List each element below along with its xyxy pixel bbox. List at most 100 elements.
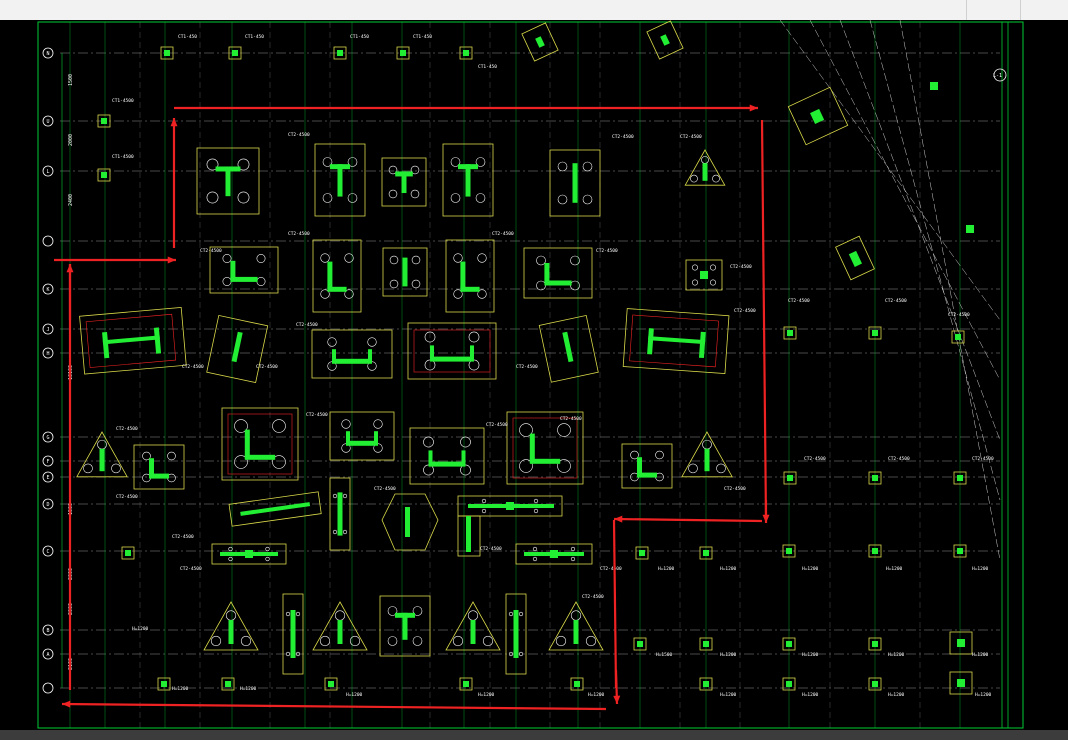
single-pile-cap [782, 544, 796, 558]
foundation-plan-drawing[interactable]: NULKJHGFEDCBA150020002400131001500200020… [0, 19, 1068, 730]
pile-cap-outline [396, 46, 410, 60]
pile-circle [585, 635, 597, 647]
single-pile-cap [570, 677, 584, 691]
column-web [102, 331, 110, 359]
pile-cap [329, 477, 351, 551]
pile-cap-outline [635, 546, 649, 560]
column-square [872, 475, 878, 481]
pile-cap-outline [699, 546, 713, 560]
column-square [957, 548, 963, 554]
single-pile-cap [953, 544, 967, 558]
pile-circle [256, 277, 266, 286]
pile-circle [518, 611, 524, 617]
pile-circle [240, 635, 252, 647]
pile-circle [332, 493, 338, 499]
pile-tag: CT2-4500 [948, 312, 970, 318]
single-pile-cap [868, 326, 882, 340]
column-flange [524, 552, 584, 556]
section-label: L-1 [993, 73, 1002, 79]
pile-tag: CT1-450 [245, 34, 264, 40]
single-pile-cap [160, 46, 174, 60]
pile-tag: H=1200 [888, 692, 905, 698]
single-pile-cap [868, 471, 882, 485]
axis-bubble [42, 283, 54, 295]
pile-tag: H=1200 [172, 686, 189, 692]
rotated-pile-cap [646, 20, 684, 60]
rotated-pile-cap [835, 235, 875, 281]
pile-circle [285, 651, 291, 657]
pile-tag: H=1200 [975, 692, 992, 698]
red-annotation-arrow [170, 118, 178, 248]
pile-cap-outline [157, 677, 171, 691]
pile-tag: CT2-4500 [200, 248, 222, 254]
pile-cap-outline [951, 330, 965, 344]
column-web [637, 457, 642, 475]
column-web [572, 163, 578, 203]
pile-tag: CT2-4500 [296, 322, 318, 328]
pile-tag: H=1200 [972, 566, 989, 572]
pile-circle [388, 165, 398, 175]
pile-cap-outline [782, 637, 796, 651]
pile-tag: CT1-4500 [112, 154, 134, 160]
column-square [786, 681, 792, 687]
pile-circle [295, 651, 301, 657]
pile-circle [322, 193, 333, 203]
pile-cap-outline [684, 149, 726, 186]
pile-cap [523, 247, 593, 299]
pile-cap [506, 411, 584, 485]
column-flange [468, 504, 554, 508]
axis-label: J [46, 327, 49, 333]
single-pile-cap [782, 637, 796, 651]
pile-cap-outline [160, 46, 174, 60]
column-web [529, 433, 535, 463]
red-annotation-arrow [66, 264, 74, 320]
pile-cap-outline [699, 677, 713, 691]
pile-circle [210, 635, 222, 647]
pile-circle [536, 280, 546, 291]
pile-cap [209, 246, 279, 294]
pile-cap [442, 143, 494, 217]
column-square [660, 34, 670, 46]
section-bubble [993, 68, 1007, 82]
pile-cap-outline [459, 677, 473, 691]
axis-bubble [42, 471, 54, 483]
pile-cap-outline [783, 326, 797, 340]
rotated-pile-cap [79, 306, 187, 375]
rebar-outline [629, 314, 719, 368]
arrow-shaft [613, 517, 763, 523]
pile-cap [133, 444, 185, 490]
cad-drawing-canvas[interactable]: NULKJHGFEDCBA150020002400131001500200020… [0, 19, 1068, 730]
pile-circle [342, 529, 348, 535]
column-web [337, 164, 343, 197]
axis-bubble [42, 682, 54, 694]
pile-cap-outline [949, 671, 973, 695]
rotated-pile-cap [787, 86, 849, 146]
column-flange [430, 356, 474, 362]
pile-circle [206, 158, 219, 171]
pile-cap-outline [835, 235, 875, 281]
single-pile-cap [635, 546, 649, 560]
axis-bubble [42, 115, 54, 127]
pile-circle [582, 161, 593, 172]
pile-tag: CT2-4500 [600, 566, 622, 572]
pile-tag: CT2-4500 [180, 566, 202, 572]
axis-label: K [46, 287, 49, 293]
pile-tag: CT2-4500 [804, 456, 826, 462]
pile-circle [322, 157, 333, 167]
column-web [702, 163, 708, 181]
axis-label: A [46, 652, 49, 658]
arrow-head [167, 256, 176, 264]
column-flange [529, 458, 561, 464]
axis-label: F [46, 459, 49, 465]
axis-bubble [42, 498, 54, 510]
pile-circle [167, 451, 176, 461]
pile-tag: H=1200 [132, 626, 149, 632]
pile-circle [342, 493, 348, 499]
pile-tag: CT2-4500 [516, 364, 538, 370]
diagonal-grid-line [899, 19, 1001, 561]
rebar-outline [85, 313, 177, 368]
column-square [328, 681, 334, 687]
single-pile-cap [783, 471, 797, 485]
pile-tag: CT2-4500 [972, 456, 994, 462]
column-square [232, 50, 238, 56]
